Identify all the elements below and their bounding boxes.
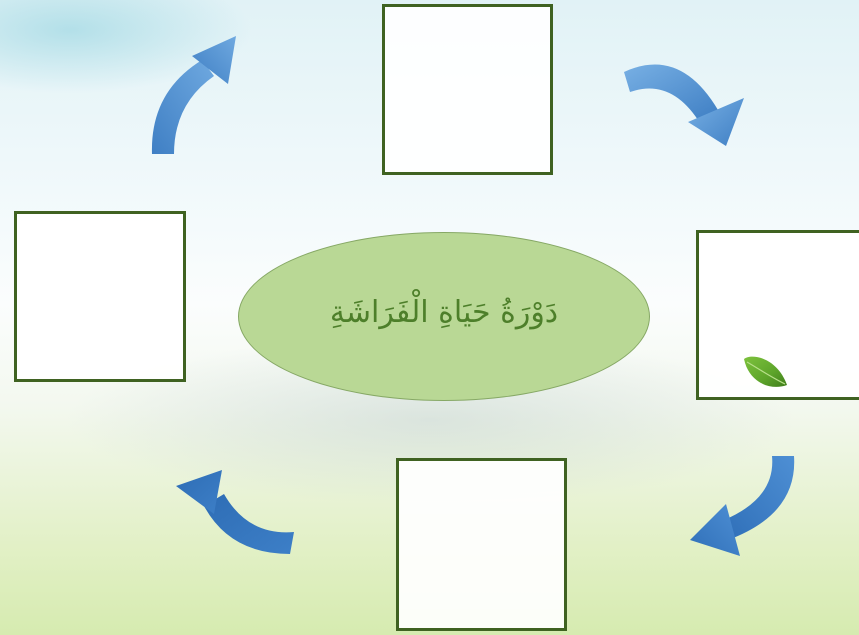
stage-box-right[interactable] — [696, 230, 859, 400]
stage-box-left[interactable] — [14, 211, 186, 382]
center-title: دَوْرَةُ حَيَاةِ الْفَرَاشَةِ — [329, 294, 559, 330]
stage-box-top[interactable] — [382, 4, 553, 175]
center-ellipse: دَوْرَةُ حَيَاةِ الْفَرَاشَةِ — [238, 232, 650, 401]
arrow-bottom-right-icon — [690, 456, 795, 556]
arrow-bottom-left-icon — [176, 470, 294, 554]
leaf-icon — [744, 356, 787, 387]
arrow-top-right-icon — [624, 64, 744, 146]
arrow-top-left-icon — [151, 36, 236, 154]
stage-box-bottom[interactable] — [396, 458, 567, 631]
